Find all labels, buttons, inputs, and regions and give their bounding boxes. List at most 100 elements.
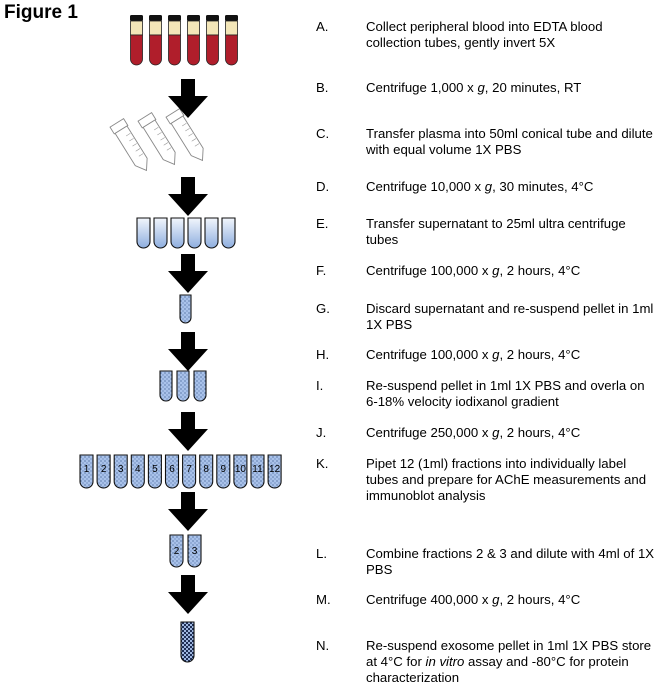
plasma-layer [130,20,143,36]
step-text: Discard supernatant and re-suspend pelle… [366,301,656,333]
fraction-tube [199,454,214,489]
conical-tube [165,108,204,162]
plasma-layer [225,20,238,36]
step-text: Centrifuge 100,000 x g, 2 hours, 4°C [366,263,656,279]
fraction-tube [96,454,111,489]
step-text-main: Combine fractions 2 & 3 and dilute with … [366,546,655,577]
step-text-main: Transfer plasma into 50ml conical tube a… [366,126,653,157]
graduation-mark [166,147,172,151]
gradient-tube [193,370,207,402]
blood-tube [225,15,238,66]
step-letter: H. [316,347,330,362]
down-arrow [168,177,208,216]
tube-cap [187,15,200,21]
step-letter: D. [316,179,330,194]
ultracentrifuge-tube [153,217,168,249]
step-letter: M. [316,592,331,607]
tube-cap [149,15,162,21]
step-text-main: Centrifuge 10,000 x [366,179,485,194]
tube-cap [206,15,219,21]
step-text-italic: g [492,425,500,440]
step-letter: A. [316,19,329,34]
step-text-italic: g [484,179,493,194]
fraction-label: 10 [235,464,247,475]
graduation-mark [185,128,190,132]
step-letter: I. [316,378,324,393]
fraction-label: 8 [203,464,209,475]
step-text-main: Collect peripheral blood into EDTA blood… [366,19,603,50]
tube-cap [225,15,238,21]
conical-tube [137,112,176,166]
step-letter: K. [316,456,329,471]
plasma-layer [206,20,219,36]
step-text: Centrifuge 10,000 x g, 30 minutes, 4°C [366,179,656,195]
step-text: Centrifuge 1,000 x g, 20 minutes, RT [366,80,656,96]
graduation-mark [188,133,193,137]
step-letter: L. [316,546,327,561]
fraction-tube [233,454,248,489]
down-arrow [168,332,208,371]
graduation-mark [191,138,197,142]
combined-fraction-tube [187,534,202,568]
blood-tube [168,15,181,66]
blood-layer [187,34,200,66]
step-text-italic: g [492,592,500,607]
step-text-main: Re-suspend pellet in 1ml 1X PBS and over… [366,378,645,409]
step-letter: J. [316,425,327,440]
step-text-tail: , 30 minutes, 4°C [492,179,594,194]
tube-body [170,115,204,162]
blood-collection-tubes [130,15,238,66]
step-text: Centrifuge 250,000 x g, 2 hours, 4°C [366,425,656,441]
step-text-main: Re-suspend exosome pellet in 1ml 1X PBS … [366,638,652,669]
step-text: Pipet 12 (1ml) fractions into individual… [366,456,656,504]
ultracentrifuge-tube [187,217,202,249]
down-arrow [168,492,208,531]
step-text: Centrifuge 100,000 x g, 2 hours, 4°C [366,347,656,363]
blood-tube [187,15,200,66]
step-text-main: Centrifuge 250,000 x [366,425,493,440]
blood-layer [206,34,219,66]
graduation-mark [125,133,131,137]
fraction-label: 1 [84,464,90,475]
combined-fraction-label: 3 [192,546,198,557]
step-text: Re-suspend exosome pellet in 1ml 1X PBS … [366,638,656,686]
graduation-mark [132,143,137,147]
blood-tube [149,15,162,66]
graduation-mark [157,132,162,136]
down-arrow [168,575,208,614]
graduation-mark [163,142,169,146]
blood-tube [130,15,143,66]
step-text: Combine fractions 2 & 3 and dilute with … [366,546,656,578]
step-text-main: Centrifuge 1,000 x [366,80,478,95]
fraction-label: 2 [101,464,107,475]
down-arrow [168,412,208,451]
ultracentrifuge-tubes [136,217,236,663]
exosome-tube [180,621,195,663]
conical-tubes [109,108,204,172]
graduation-mark [138,153,144,157]
ultracentrifuge-tube [221,217,236,249]
fraction-label: 4 [135,464,141,475]
step-text-main: Transfer supernatant to 25ml ultra centr… [366,216,626,247]
graduation-mark [135,148,141,152]
step-text-tail: , 2 hours, 4°C [499,592,581,607]
step-text: Transfer plasma into 50ml conical tube a… [366,126,656,158]
fraction-tube [182,454,197,489]
fraction-label: 11 [252,464,263,475]
fraction-tube [79,454,94,489]
blood-layer [130,34,143,66]
step-text-italic: g [492,347,500,362]
blood-layer [149,34,162,66]
ultracentrifuge-tube [136,217,151,249]
step-letter: C. [316,126,330,141]
step-text-main: Centrifuge 400,000 x [366,592,493,607]
step-text-italic: g [477,80,485,95]
fraction-label: 12 [269,464,281,475]
fraction-label: 9 [221,464,227,475]
step-text-main: Centrifuge 100,000 x [366,263,493,278]
combined-fraction-tube [169,534,184,568]
step-text: Centrifuge 400,000 x g, 2 hours, 4°C [366,592,656,608]
step-text-italic: in vitro [425,654,465,669]
fraction-label: 6 [169,464,175,475]
step-letter: N. [316,638,330,653]
